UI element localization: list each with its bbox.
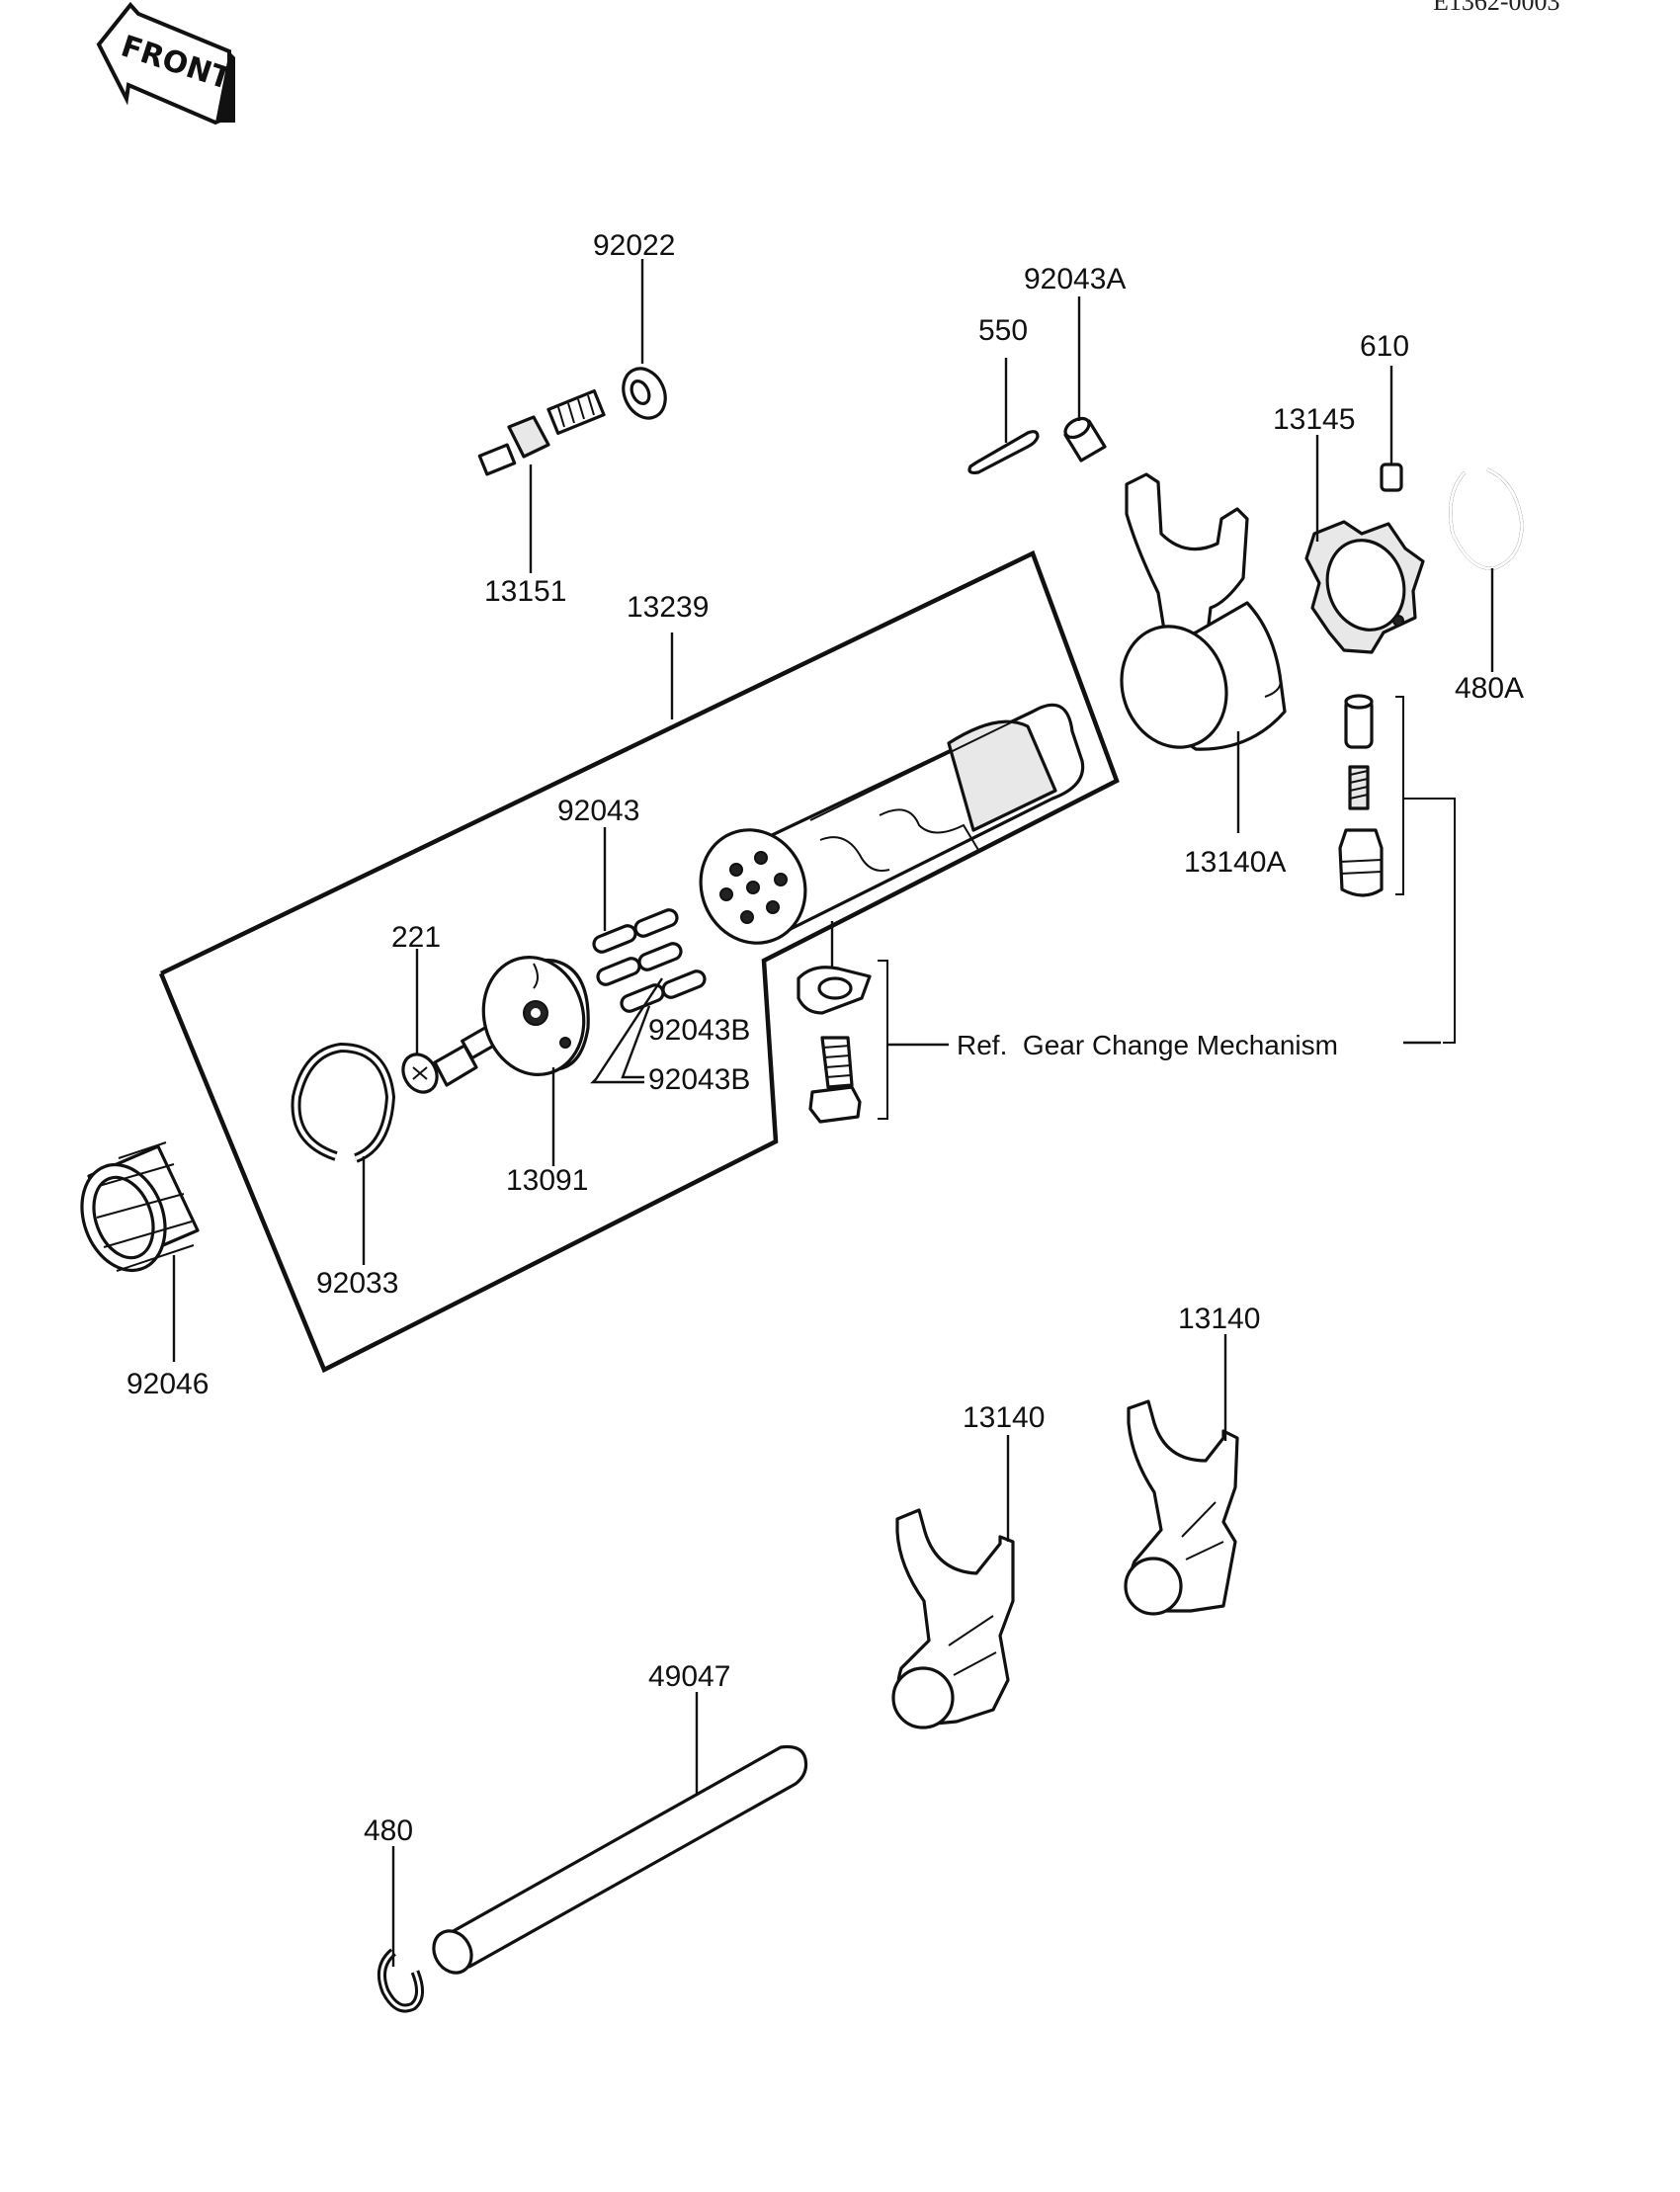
label-550: 550 <box>978 314 1028 347</box>
front-arrow-icon: FRONT <box>96 1 236 126</box>
cam-plate-13145-icon <box>1304 435 1425 654</box>
label-92043B-upper: 92043B <box>648 1014 750 1047</box>
cotter-pin-550-icon <box>967 358 1040 474</box>
pin-92043A-icon <box>1063 296 1107 463</box>
label-13151: 13151 <box>484 575 566 608</box>
detent-assembly-icon <box>1338 694 1456 1044</box>
label-92033: 92033 <box>316 1267 398 1300</box>
label-13140A: 13140A <box>1184 846 1286 879</box>
shift-rod-49047-icon <box>432 1692 808 1975</box>
label-13140-right: 13140 <box>1178 1303 1260 1335</box>
label-92043B-lower: 92043B <box>648 1063 750 1096</box>
label-221: 221 <box>391 921 441 954</box>
ref-gear-change-parts-icon <box>797 921 1441 1124</box>
circlip-480A-icon <box>1449 467 1524 672</box>
neutral-switch-13151-icon <box>477 388 606 573</box>
kit-frame-13239 <box>158 549 1120 1374</box>
circlip-92033-icon <box>291 1042 396 1265</box>
pin-610-icon <box>1380 366 1403 492</box>
needle-bearing-92046-icon <box>80 1141 200 1362</box>
circlip-480-icon <box>377 1846 424 2013</box>
label-13145: 13145 <box>1273 403 1355 436</box>
label-92043A: 92043A <box>1024 263 1126 295</box>
label-480: 480 <box>364 1814 413 1847</box>
label-49047: 49047 <box>648 1660 730 1693</box>
reference-note: Ref. Gear Change Mechanism <box>957 1030 1338 1060</box>
shift-drum-13239-icon <box>699 703 1085 945</box>
label-480A: 480A <box>1455 672 1524 705</box>
washer-92022-icon <box>622 259 667 420</box>
shift-fork-13140A-icon <box>1120 472 1287 833</box>
label-13239: 13239 <box>627 591 709 624</box>
pins-92043-icon <box>590 827 707 1084</box>
label-13091: 13091 <box>506 1164 588 1197</box>
label-92043: 92043 <box>557 795 639 827</box>
label-13140-left: 13140 <box>963 1401 1045 1434</box>
label-610: 610 <box>1360 330 1409 363</box>
label-92046: 92046 <box>126 1368 209 1400</box>
shift-fork-13140-left-icon <box>891 1435 1015 1729</box>
part-labels: 92022 13151 550 92043A 610 13145 480A 13… <box>126 229 1524 1847</box>
diagram-code: E1362-0003 <box>1433 0 1560 16</box>
shift-fork-13140-right-icon <box>1124 1334 1239 1616</box>
plate-13091-icon <box>481 956 590 1166</box>
label-92022: 92022 <box>593 229 675 262</box>
